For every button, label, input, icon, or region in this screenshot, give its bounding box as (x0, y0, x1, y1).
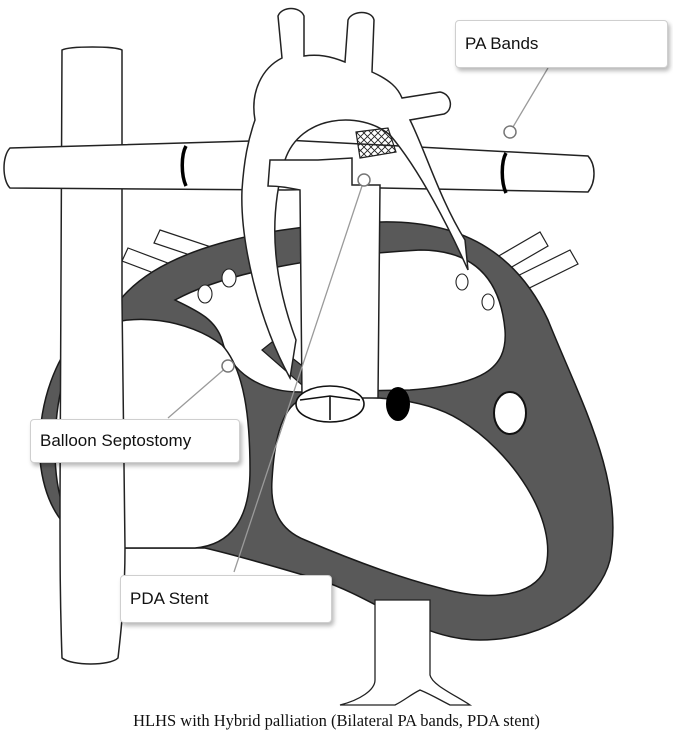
vena-cava (59, 46, 126, 665)
figure-caption: HLHS with Hybrid palliation (Bilateral P… (133, 711, 540, 730)
pa-bands-label: PA Bands (465, 34, 539, 53)
pda-stent-graphic (355, 127, 397, 159)
pa-bands-graphic (180, 145, 508, 194)
descending-aorta-lower (339, 599, 473, 706)
leader-dots (221, 125, 517, 373)
balloon-septostomy-label: Balloon Septostomy (40, 431, 192, 450)
pda-stent-label: PDA Stent (130, 589, 209, 608)
valve-opening (493, 391, 527, 435)
vein-ostia (197, 268, 495, 311)
leader-lines (167, 67, 549, 573)
pda-stent-callout: PDA Stent (120, 575, 332, 623)
pulmonary-valve (295, 385, 365, 423)
aortic-arch (241, 7, 469, 381)
coronary-ostium (386, 387, 410, 421)
right-ventricle (271, 396, 549, 597)
pa-bands-callout: PA Bands (455, 20, 668, 68)
balloon-septostomy-callout: Balloon Septostomy (30, 419, 240, 463)
